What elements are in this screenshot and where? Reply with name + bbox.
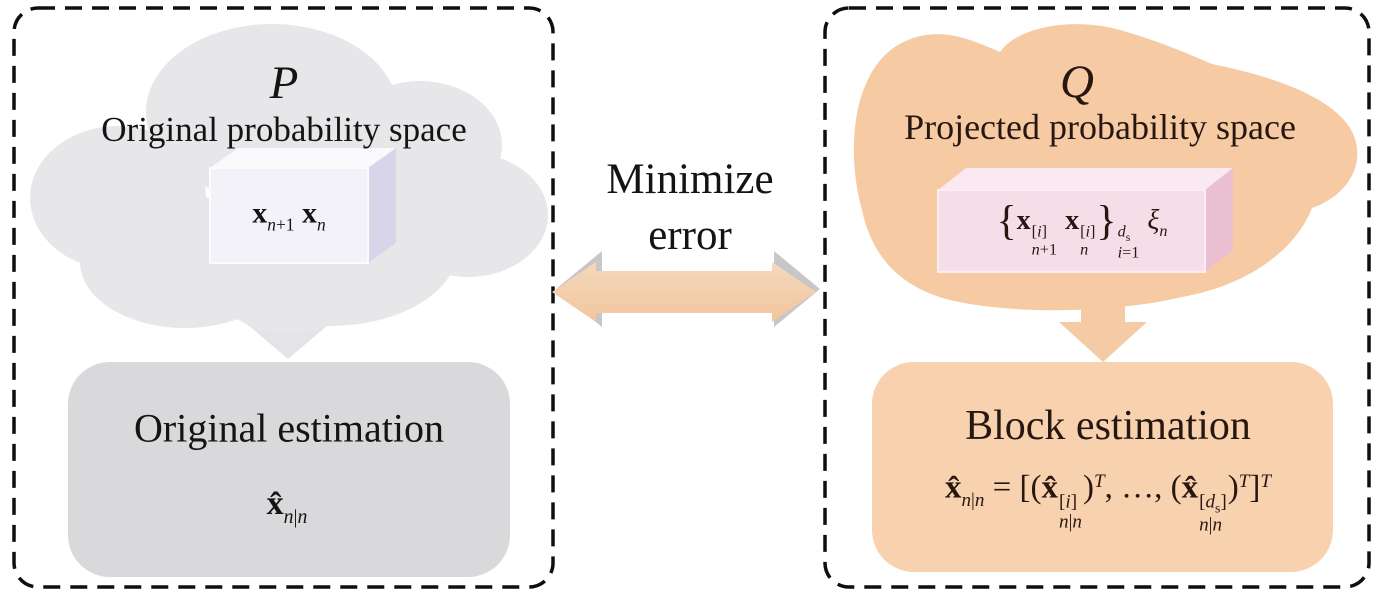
right-estimation-title: Block estimation (965, 403, 1251, 449)
left-space-symbol: P (269, 57, 299, 109)
minimize-error-arrow-front-icon (552, 262, 816, 322)
right-space-symbol: Q (1060, 56, 1094, 108)
minimize-error-line1: Minimize (606, 156, 774, 203)
left-estimation-box (68, 362, 510, 577)
left-space-label: Original probability space (101, 110, 467, 149)
minimize-error-line2: error (648, 212, 732, 259)
right-panel-border (823, 6, 1371, 589)
minimize-error-label: Minimize error (606, 152, 773, 264)
right-space-label: Projected probability space (904, 107, 1296, 147)
right-estimation-box (872, 362, 1333, 572)
left-estimation-title: Original estimation (134, 405, 444, 451)
right-sample-box (937, 168, 1233, 273)
right-estimation-formula: x̂n|n = [(x̂[i]n|n)T, …, (x̂[ds]n|n)T]T (944, 469, 1272, 536)
left-panel-border (12, 6, 555, 589)
left-sample-box-formula: xn+1 xn (252, 196, 326, 235)
left-estimation-formula: x̂n|n (266, 485, 308, 528)
left-sample-box (209, 148, 396, 264)
